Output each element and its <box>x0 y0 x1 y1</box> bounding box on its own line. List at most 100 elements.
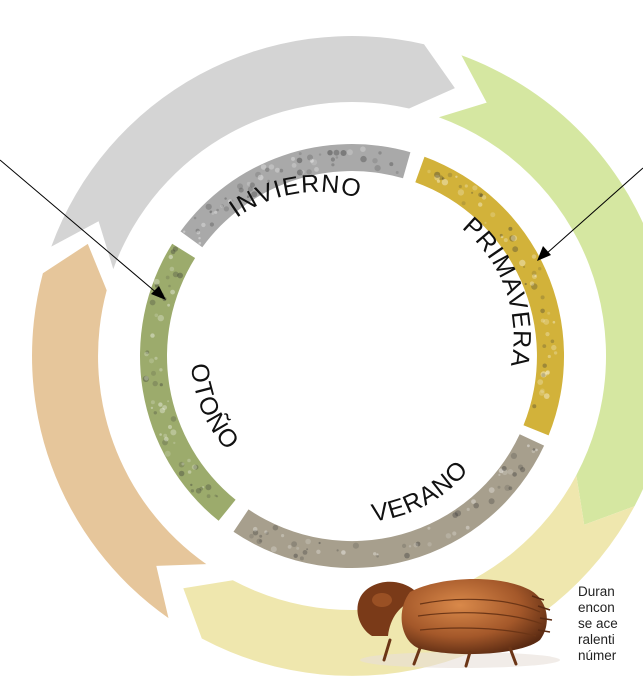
texture-dot <box>199 242 202 245</box>
texture-dot <box>437 180 440 183</box>
texture-dot <box>169 255 173 259</box>
texture-dot <box>154 279 160 285</box>
texture-dot <box>446 533 451 538</box>
texture-dot <box>170 290 175 295</box>
texture-dot <box>541 371 547 377</box>
texture-dot <box>155 314 159 318</box>
texture-dot <box>296 547 299 550</box>
texture-dot <box>171 416 177 422</box>
texture-dot <box>281 534 284 537</box>
texture-dot <box>553 321 556 324</box>
caption-line: se ace <box>578 616 643 632</box>
texture-dot <box>547 312 550 315</box>
texture-dot <box>275 168 280 173</box>
texture-dot <box>473 503 479 509</box>
texture-dot <box>372 158 377 163</box>
texture-dot <box>167 304 170 307</box>
texture-dot <box>336 156 339 159</box>
texture-dot <box>303 550 308 555</box>
texture-dot <box>194 217 197 220</box>
texture-dot <box>196 488 202 494</box>
texture-dot <box>300 556 304 560</box>
texture-dot <box>389 162 393 166</box>
texture-dot <box>375 165 381 171</box>
texture-dot <box>171 249 176 254</box>
texture-dot <box>360 146 366 152</box>
texture-dot <box>265 532 268 535</box>
texture-dot <box>533 448 536 451</box>
texture-dot <box>299 152 302 155</box>
texture-dot <box>168 285 171 288</box>
texture-dot <box>347 149 353 155</box>
texture-dot <box>532 404 536 408</box>
texture-dot <box>196 231 200 235</box>
caption-line: encon <box>578 600 643 616</box>
texture-dot <box>165 451 171 457</box>
texture-dot <box>376 555 379 558</box>
texture-dot <box>341 550 346 555</box>
texture-dot <box>220 205 223 208</box>
texture-dot <box>258 175 264 181</box>
texture-dot <box>511 235 517 241</box>
texture-dot <box>489 498 495 504</box>
texture-dot <box>534 275 536 277</box>
texture-dot <box>149 358 154 363</box>
texture-dot <box>442 179 448 185</box>
texture-dot <box>551 345 556 350</box>
texture-dot <box>168 425 172 429</box>
texture-dot <box>334 150 340 156</box>
texture-dot <box>158 315 164 321</box>
texture-dot <box>532 254 536 258</box>
texture-dot <box>249 534 254 539</box>
texture-dot <box>466 526 470 530</box>
texture-dot <box>160 383 163 386</box>
texture-dot <box>292 163 297 168</box>
texture-dot <box>402 544 406 548</box>
texture-dot <box>404 553 410 559</box>
texture-dot <box>378 151 381 154</box>
texture-dot <box>543 319 549 325</box>
caption-line: ralenti <box>578 632 643 648</box>
texture-dot <box>297 158 303 164</box>
beetle-icon <box>357 579 560 668</box>
texture-dot <box>540 309 545 314</box>
caption-line: Duran <box>578 584 643 600</box>
texture-dot <box>530 281 534 285</box>
texture-dot <box>216 209 219 212</box>
texture-dot <box>396 171 399 174</box>
texture-dot <box>206 204 212 210</box>
texture-dot <box>288 545 292 549</box>
texture-dot <box>504 485 510 491</box>
texture-dot <box>319 542 321 544</box>
texture-dot <box>319 153 321 155</box>
texture-dot <box>179 471 185 477</box>
texture-dot <box>210 222 214 226</box>
texture-dot <box>434 172 440 178</box>
texture-dot <box>543 364 547 368</box>
texture-dot <box>144 352 149 357</box>
texture-dot <box>414 543 419 548</box>
texture-dot <box>198 237 200 239</box>
texture-dot <box>271 546 277 552</box>
texture-dot <box>316 550 320 554</box>
texture-dot <box>207 494 211 498</box>
texture-dot <box>548 355 551 358</box>
caption-text: Duran encon se ace ralenti númer <box>578 584 643 664</box>
texture-dot <box>532 271 537 276</box>
texture-dot <box>211 212 214 215</box>
texture-dot <box>353 543 359 549</box>
texture-dot <box>478 202 482 206</box>
texture-dot <box>498 486 501 489</box>
texture-dot <box>448 173 453 178</box>
texture-dot <box>273 525 279 531</box>
texture-dot <box>537 379 543 385</box>
texture-dot <box>373 552 376 555</box>
texture-dot <box>538 267 541 270</box>
texture-dot <box>153 381 158 386</box>
texture-dot <box>307 155 313 161</box>
texture-dot <box>544 393 550 399</box>
texture-dot <box>181 463 184 466</box>
texture-dot <box>523 266 525 268</box>
texture-dot <box>409 545 411 547</box>
texture-dot <box>508 227 512 231</box>
